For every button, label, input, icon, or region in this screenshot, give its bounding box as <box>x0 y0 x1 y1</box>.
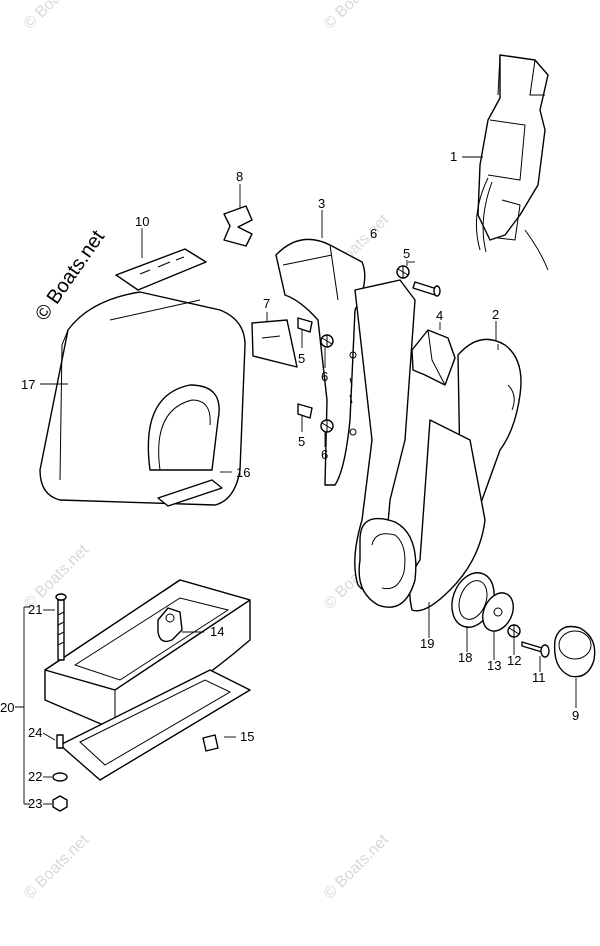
callout-5-top: 5 <box>403 246 410 261</box>
callout-24: 24 <box>28 725 42 740</box>
part-19-lever <box>354 279 417 608</box>
part-24-bolt-bottom <box>56 734 64 749</box>
part-10-label <box>115 248 207 291</box>
part-13-washer <box>482 592 514 632</box>
part-17-cover <box>39 291 246 506</box>
callout-6-mid: 6 <box>321 369 328 384</box>
part-22-washer <box>52 772 68 782</box>
callout-23: 23 <box>28 796 42 811</box>
callout-5-mid: 5 <box>298 351 305 366</box>
callout-2: 2 <box>492 307 499 322</box>
callout-21: 21 <box>28 602 42 617</box>
part-1-remote-control <box>475 54 549 271</box>
part-3-side-cover <box>275 238 366 486</box>
callout-6-top: 6 <box>370 226 377 241</box>
part-2-bracket <box>409 338 522 612</box>
watermark-faint: © Boats.net <box>321 0 393 33</box>
part-7-plate <box>251 319 298 368</box>
callout-8: 8 <box>236 169 243 184</box>
callout-13: 13 <box>487 658 501 673</box>
part-16-plate <box>157 479 223 507</box>
callout-6-low: 6 <box>321 447 328 462</box>
watermark-faint: © Boats.net <box>21 0 93 33</box>
part-14-lever-mount <box>157 607 183 643</box>
watermark-faint: © Boats.net <box>21 831 93 903</box>
callout-9: 9 <box>572 708 579 723</box>
leader-lines <box>15 156 577 805</box>
part-6-washers <box>320 265 410 433</box>
callout-11: 11 <box>532 670 546 685</box>
part-23-nut <box>52 795 68 812</box>
part-12-lockwasher <box>507 624 521 638</box>
part-5-screws <box>297 281 441 419</box>
callout-22: 22 <box>28 769 42 784</box>
part-21-bolt <box>55 593 67 661</box>
callout-16: 16 <box>236 465 250 480</box>
callout-12: 12 <box>507 653 521 668</box>
callout-20: 20 <box>0 700 14 715</box>
callout-18: 18 <box>458 650 472 665</box>
watermark-faint: © Boats.net <box>321 831 393 903</box>
callout-labels: 1 2 3 4 5 5 5 6 6 6 7 8 9 10 11 12 13 14… <box>0 149 579 811</box>
part-11-screw <box>521 641 550 658</box>
callout-5-low: 5 <box>298 434 305 449</box>
callout-4: 4 <box>436 308 443 323</box>
callout-15: 15 <box>240 729 254 744</box>
callout-14: 14 <box>210 624 224 639</box>
callout-1: 1 <box>450 149 457 164</box>
part-4-knob <box>411 329 456 386</box>
callout-7: 7 <box>263 296 270 311</box>
callout-19: 19 <box>420 636 434 651</box>
callout-17: 17 <box>21 377 35 392</box>
callout-10: 10 <box>135 214 149 229</box>
part-9-cap <box>553 625 596 678</box>
gasket-plate <box>59 669 251 781</box>
part-15-clip <box>202 734 219 752</box>
callout-3: 3 <box>318 196 325 211</box>
part-8-emblem <box>223 205 253 247</box>
